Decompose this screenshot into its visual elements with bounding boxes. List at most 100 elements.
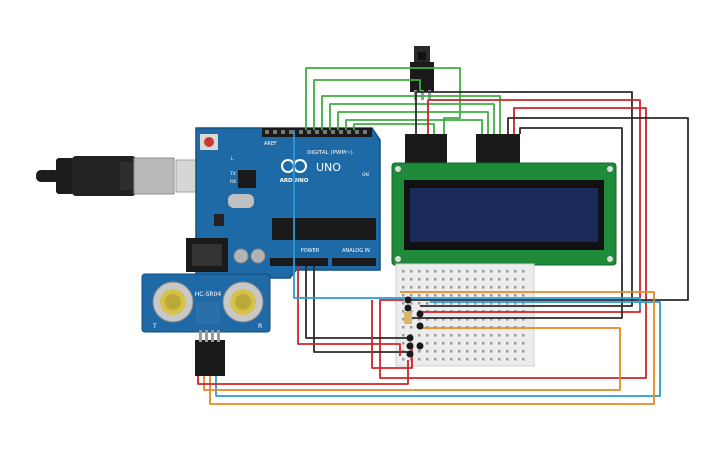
breadboard-hole <box>506 342 509 345</box>
breadboard-hole <box>466 294 469 297</box>
breadboard-hole <box>482 286 485 289</box>
breadboard-hole <box>506 318 509 321</box>
breadboard-hole <box>514 334 517 337</box>
breadboard-hole <box>514 278 517 281</box>
breadboard-hole <box>498 294 501 297</box>
ultrasonic-r-mark: R <box>258 323 262 330</box>
breadboard-hole <box>498 358 501 361</box>
breadboard-hole <box>466 358 469 361</box>
breadboard-hole <box>522 350 525 353</box>
breadboard-hole <box>522 358 525 361</box>
breadboard-hole <box>474 358 477 361</box>
breadboard-hole <box>474 334 477 337</box>
wire-red-2 <box>379 107 647 379</box>
resistor <box>404 312 412 324</box>
breadboard-hole <box>474 270 477 273</box>
breadboard-hole <box>458 342 461 345</box>
breadboard-hole <box>402 278 405 281</box>
breadboard-hole <box>458 350 461 353</box>
rx-led-label: RX <box>230 179 236 185</box>
breadboard-hole <box>498 286 501 289</box>
breadboard-hole <box>434 334 437 337</box>
breadboard-hole <box>450 270 453 273</box>
breadboard-hole <box>442 342 445 345</box>
breadboard-hole <box>514 350 517 353</box>
breadboard-hole <box>442 302 445 305</box>
breadboard-hole <box>466 286 469 289</box>
breadboard-jumpers <box>404 296 424 358</box>
breadboard-hole <box>466 270 469 273</box>
breadboard-hole <box>490 334 493 337</box>
breadboard-hole <box>474 350 477 353</box>
breadboard-hole <box>402 358 405 361</box>
breadboard-hole <box>522 302 525 305</box>
breadboard-hole <box>434 278 437 281</box>
breadboard-hole <box>450 342 453 345</box>
ultrasonic-model: HC-SR04 <box>195 291 222 298</box>
breadboard-hole <box>506 278 509 281</box>
breadboard-hole <box>522 286 525 289</box>
breadboard-hole <box>498 318 501 321</box>
breadboard-hole <box>498 302 501 305</box>
breadboard-hole <box>466 302 469 305</box>
wire-black-gnd-2 <box>313 266 408 353</box>
breadboard-hole <box>498 278 501 281</box>
wire-blue-1 <box>293 130 641 310</box>
lcd-header-left <box>405 134 447 168</box>
breadboard-hole <box>418 350 421 353</box>
wire-green-6 <box>345 119 483 134</box>
breadboard-hole <box>442 278 445 281</box>
breadboard-hole <box>426 318 429 321</box>
ultrasonic-sensor[interactable]: HC-SR04 T R <box>141 273 271 376</box>
digital-label: DIGITAL (PWM~) <box>307 150 353 156</box>
breadboard-hole <box>442 350 445 353</box>
lcd-header-right <box>476 134 520 168</box>
breadboard-hole <box>482 350 485 353</box>
breadboard-hole <box>402 286 405 289</box>
breadboard-hole <box>506 358 509 361</box>
reset-button[interactable] <box>204 137 214 147</box>
wire-black-3 <box>408 127 623 319</box>
breadboard-hole <box>402 326 405 329</box>
breadboard-hole <box>474 286 477 289</box>
breadboard-hole <box>418 278 421 281</box>
wire-green-7 <box>353 123 435 134</box>
breadboard-hole <box>442 358 445 361</box>
breadboard-hole <box>482 302 485 305</box>
breadboard-hole <box>402 310 405 313</box>
breadboard-hole <box>490 318 493 321</box>
breadboard-hole <box>522 334 525 337</box>
breadboard-hole <box>466 318 469 321</box>
breadboard-hole <box>482 342 485 345</box>
breadboard-hole <box>442 286 445 289</box>
potentiometer[interactable] <box>410 46 434 100</box>
breadboard-hole <box>514 302 517 305</box>
lcd-16x2[interactable] <box>391 162 617 266</box>
breadboard-hole <box>474 294 477 297</box>
breadboard-hole <box>410 310 413 313</box>
breadboard-hole <box>450 318 453 321</box>
breadboard-hole <box>410 286 413 289</box>
breadboard-hole <box>426 302 429 305</box>
breadboard-hole <box>474 302 477 305</box>
arduino-uno-board[interactable]: DIGITAL (PWM~) AREF ARDUINO UNO L TX RX … <box>186 127 381 279</box>
breadboard-hole <box>434 286 437 289</box>
breadboard-hole <box>466 278 469 281</box>
breadboard-hole <box>490 286 493 289</box>
breadboard-hole <box>402 294 405 297</box>
breadboard-hole <box>498 334 501 337</box>
breadboard-hole <box>402 342 405 345</box>
breadboard-hole <box>490 302 493 305</box>
breadboard-hole <box>442 334 445 337</box>
breadboard-hole <box>450 278 453 281</box>
breadboard-hole <box>466 342 469 345</box>
breadboard-hole <box>458 286 461 289</box>
breadboard-hole <box>418 318 421 321</box>
atmega-chip <box>272 218 376 240</box>
breadboard-hole <box>434 350 437 353</box>
breadboard-hole <box>458 318 461 321</box>
breadboard-hole <box>450 286 453 289</box>
breadboard-hole <box>482 278 485 281</box>
breadboard-hole <box>482 358 485 361</box>
